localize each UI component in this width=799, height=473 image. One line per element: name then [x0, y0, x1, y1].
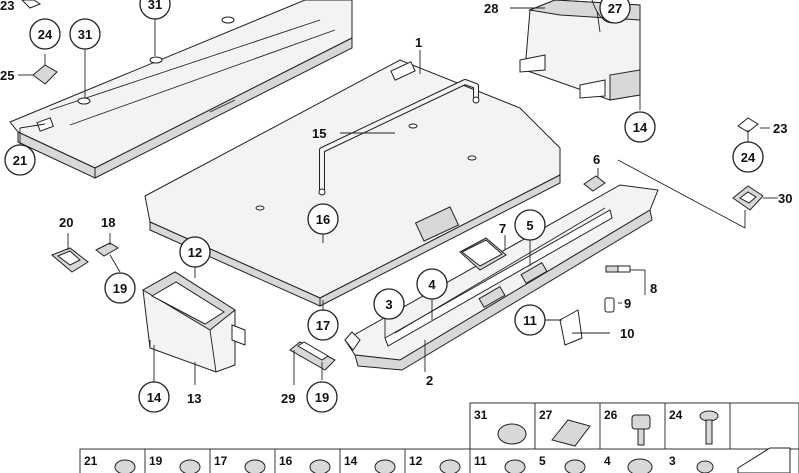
label-23-left: 23: [0, 0, 14, 13]
stud-icon: [564, 459, 586, 473]
callout-14-top: 14: [633, 120, 648, 135]
callout-14-bottom: 14: [147, 390, 162, 405]
callout-5: 5: [526, 218, 533, 233]
label-23-right: 23: [773, 121, 787, 136]
callout-19-bottom: 19: [315, 390, 329, 405]
callout-11: 11: [523, 313, 537, 328]
clip-29: [289, 341, 336, 371]
table-num-27: 27: [539, 408, 553, 422]
callout-21: 21: [13, 153, 27, 168]
callout-16: 16: [316, 212, 330, 227]
callout-31-mid: 31: [78, 27, 92, 42]
arrow-icon: [737, 447, 791, 473]
circled-labels: 24 31 31 21 14 27 24 16 17 12 19 14 19 3…: [4, 0, 764, 413]
table-num-14: 14: [344, 454, 358, 468]
storage-tray-lower: [142, 271, 246, 373]
table-num-24: 24: [669, 408, 683, 422]
label-28: 28: [484, 1, 498, 16]
table-num-11: 11: [474, 454, 487, 468]
luggage-compartment-cover: [9, 0, 353, 179]
callout-12: 12: [188, 245, 202, 260]
round-clip-icon: [497, 423, 527, 445]
label-2: 2: [426, 373, 433, 388]
label-13: 13: [187, 391, 201, 406]
table-num-17: 17: [214, 454, 228, 468]
callout-24-right: 24: [741, 150, 756, 165]
leader-lines: [18, 7, 778, 385]
loading-sill-trim: [344, 184, 659, 371]
label-1: 1: [415, 35, 422, 50]
table-num-26: 26: [604, 408, 618, 422]
table-num-12: 12: [409, 454, 423, 468]
label-10: 10: [620, 326, 634, 341]
callout-24-left: 24: [38, 27, 53, 42]
spring-clip-icon: [551, 419, 591, 447]
small-pad: [583, 175, 606, 192]
handle-strap: [318, 79, 480, 196]
hook-bracket: [617, 159, 764, 229]
table-num-19: 19: [149, 454, 163, 468]
push-pin-icon: [179, 459, 201, 473]
label-9: 9: [624, 296, 631, 311]
table-num-4: 4: [604, 454, 611, 468]
label-15: 15: [312, 126, 326, 141]
callout-19-left: 19: [113, 281, 127, 296]
label-29: 29: [281, 391, 295, 406]
rubber-pad: [459, 237, 507, 271]
plain-labels: 23 25 1 15 28 23 30 6 20 18 13 29 7 8 9 …: [0, 0, 792, 406]
latch-18: [95, 242, 119, 257]
key-lock-set: [559, 265, 631, 346]
screw-icon: [699, 410, 719, 445]
knob-icon: [627, 458, 653, 473]
latch-20: [51, 247, 89, 273]
table-num-5: 5: [539, 454, 546, 468]
label-25: 25: [0, 68, 14, 83]
table-num-3: 3: [669, 454, 676, 468]
clip-nut-icon: [504, 459, 526, 473]
wing-nut-icon: [244, 459, 266, 473]
plug-icon: [374, 459, 396, 473]
cap-23-top: [21, 0, 42, 9]
callout-31-top: 31: [148, 0, 162, 12]
cap-icon: [439, 459, 461, 473]
pin-icon: [696, 460, 714, 473]
knob-screw-icon: [631, 414, 651, 446]
label-7: 7: [499, 221, 506, 236]
label-6: 6: [593, 152, 600, 167]
callout-3: 3: [385, 297, 392, 312]
table-num-31: 31: [474, 408, 488, 422]
label-20: 20: [59, 215, 73, 230]
table-num-21: 21: [84, 454, 98, 468]
label-30: 30: [778, 191, 792, 206]
expanding-rivet-icon: [114, 459, 136, 473]
cap-23: [737, 117, 759, 133]
label-8: 8: [650, 281, 657, 296]
grommet-icon: [309, 459, 331, 473]
callout-27: 27: [608, 1, 622, 16]
parts-table: 31 27 26 24 21 19 17 16 14 12 11 5 4: [79, 402, 799, 473]
bracket-25: [32, 64, 58, 85]
label-18: 18: [101, 215, 115, 230]
callout-17: 17: [316, 318, 330, 333]
callout-4: 4: [428, 277, 436, 292]
table-num-16: 16: [279, 454, 293, 468]
